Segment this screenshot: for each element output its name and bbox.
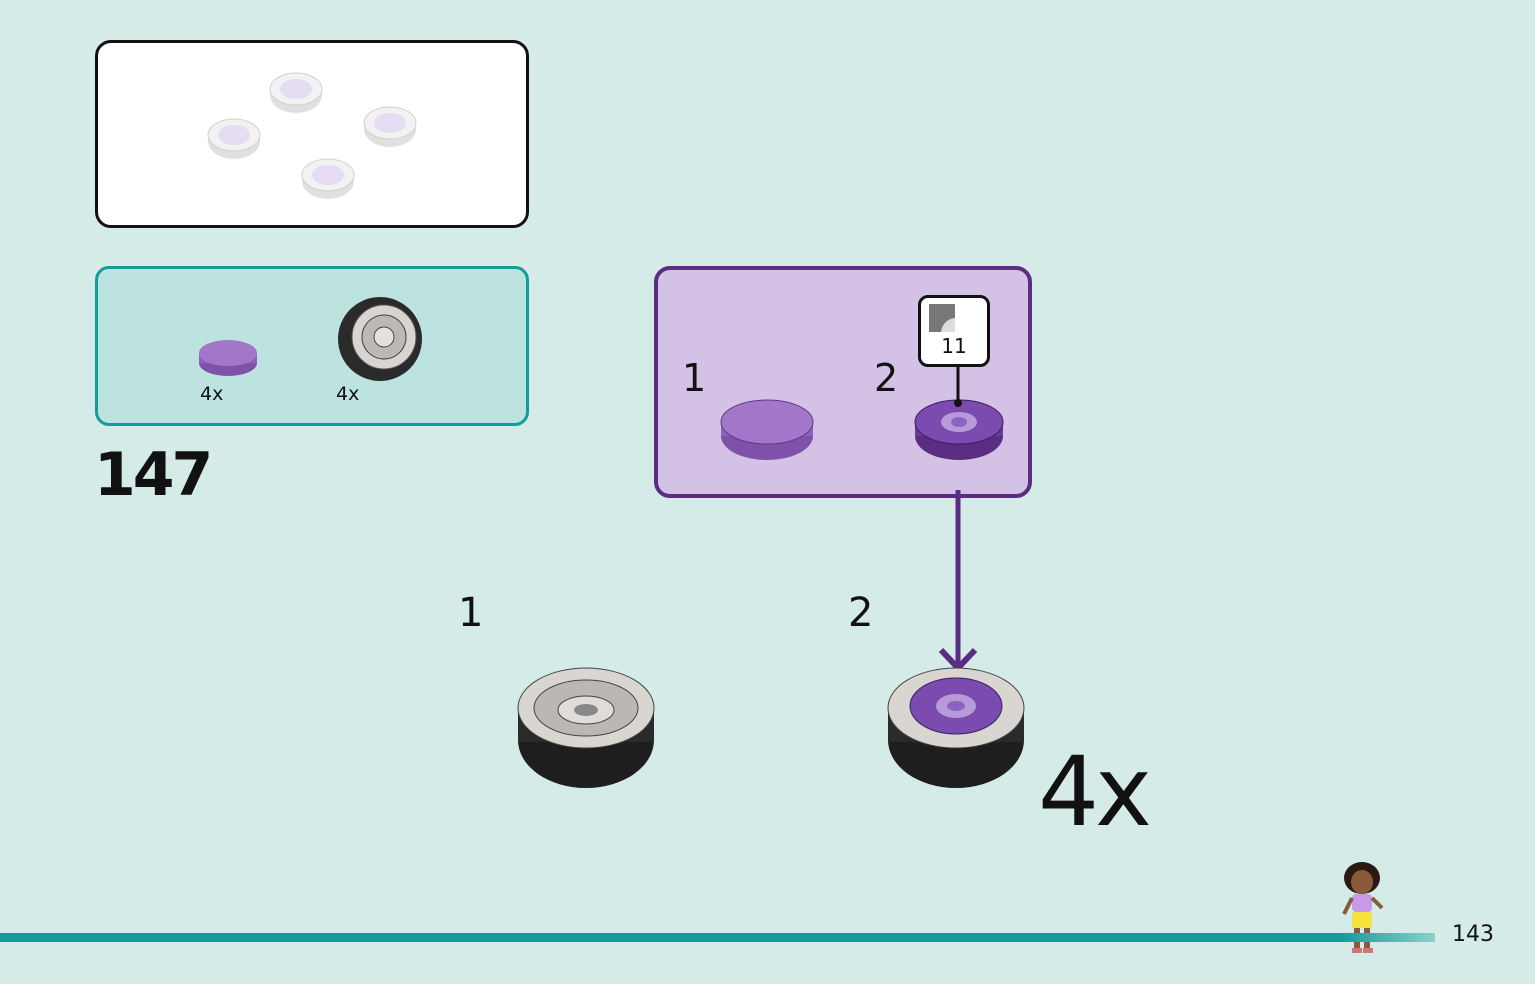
arrow-down-icon bbox=[938, 490, 978, 673]
sticker-pointer-line bbox=[954, 365, 962, 407]
page-number: 143 bbox=[1452, 922, 1494, 947]
sticker-icon bbox=[929, 304, 955, 332]
sub-step-number: 2 bbox=[874, 356, 899, 400]
purple-round-tile-icon bbox=[720, 399, 814, 460]
step-multiplier: 4x bbox=[1038, 736, 1152, 848]
parts-list-box: 4x 4x bbox=[95, 266, 529, 426]
main-step-number: 2 bbox=[848, 590, 874, 636]
decorated-tile-icon bbox=[914, 399, 1004, 460]
ghost-wheel-icon bbox=[269, 72, 323, 113]
ghost-wheel-icon bbox=[301, 158, 355, 199]
wheel-with-tire-icon bbox=[338, 297, 422, 381]
main-step-number: 1 bbox=[458, 590, 484, 636]
ghost-wheel-icon bbox=[207, 118, 261, 159]
purple-round-tile-icon bbox=[199, 340, 257, 376]
sticker-number: 11 bbox=[941, 334, 967, 358]
part-qty: 4x bbox=[200, 383, 224, 405]
wheel-icon bbox=[517, 667, 655, 788]
part-qty: 4x bbox=[336, 383, 360, 405]
step-preview-box bbox=[95, 40, 529, 228]
sticker-callout: 11 bbox=[918, 295, 990, 367]
ghost-wheel-icon bbox=[363, 106, 417, 147]
ghost-wheels-illustration bbox=[207, 72, 417, 199]
sub-step-number: 1 bbox=[682, 356, 707, 400]
step-number: 147 bbox=[94, 440, 213, 510]
wheel-with-tile-icon bbox=[887, 667, 1025, 788]
footer-bar bbox=[0, 933, 1435, 942]
